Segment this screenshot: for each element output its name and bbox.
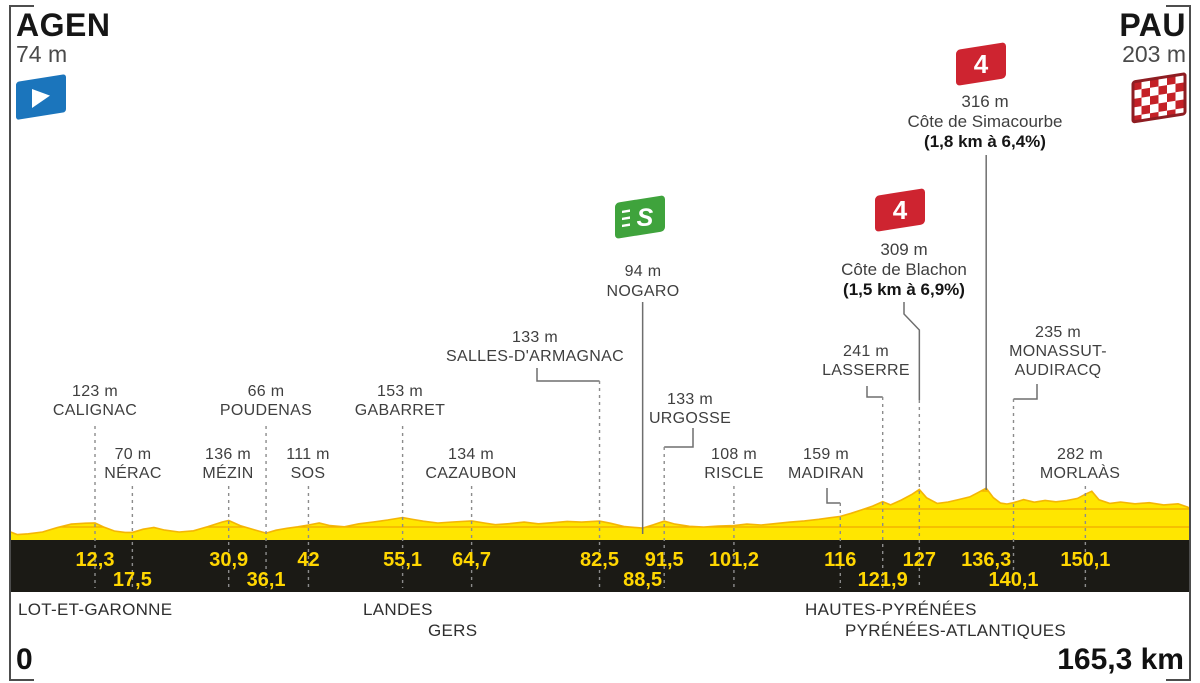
- category-number: 4: [893, 195, 908, 225]
- waypoint-label: MADIRAN: [788, 465, 864, 482]
- km-marker-label: 121,9: [858, 569, 908, 591]
- waypoint-label: CALIGNAC: [53, 402, 137, 419]
- km-marker-label: 140,1: [988, 569, 1038, 591]
- start-km-label: 0: [16, 643, 33, 676]
- climb-label: (1,5 km à 6,9%): [843, 280, 965, 299]
- km-marker-label: 55,1: [383, 549, 422, 571]
- waypoint-label: MÉZIN: [202, 463, 253, 482]
- category-4-flag-icon: 4: [875, 188, 925, 232]
- km-markers: 12,317,5 30,936,1 42 55,1 64,7 82,588,591,5 10…: [76, 549, 1111, 591]
- department-label: PYRÉNÉES-ATLANTIQUES: [845, 621, 1066, 640]
- waypoint-elbow-line: [826, 488, 841, 504]
- waypoint-label: 133 m: [512, 329, 558, 346]
- category-4-flag-shape: [875, 188, 925, 232]
- waypoint-label: SALLES-D'ARMAGNAC: [446, 348, 624, 365]
- start-city-elevation: 74 m: [16, 41, 67, 67]
- km-marker-label: 127: [903, 549, 936, 571]
- department-labels: LOT-ET-GARONNE LANDES GERS HAUTES-PYRÉNÉES P…: [18, 600, 1066, 640]
- total-distance-label: 165,3 km: [1057, 643, 1184, 676]
- department-label: GERS: [428, 621, 477, 640]
- finish-flag-icon: [1131, 72, 1187, 124]
- km-marker-label: 64,7: [452, 549, 491, 571]
- waypoint-label: MONASSUT-: [1009, 343, 1107, 360]
- waypoint-label: URGOSSE: [649, 410, 731, 427]
- department-label: LANDES: [363, 600, 433, 619]
- waypoint-label: LASSERRE: [822, 362, 910, 379]
- waypoint-elbow-line: [1013, 384, 1038, 400]
- waypoint-label: POUDENAS: [220, 402, 312, 419]
- left-frame-bracket: [9, 5, 34, 681]
- climb-solid-line: [903, 302, 921, 400]
- category-number: 4: [974, 49, 989, 79]
- km-marker-label: 12,3: [76, 549, 115, 571]
- start-city-name: AGEN: [16, 7, 110, 43]
- waypoint-label: 123 m: [72, 383, 118, 400]
- waypoint-label: GABARRET: [355, 402, 445, 419]
- waypoint-label: 241 m: [843, 343, 889, 360]
- sprint-flag-icon: S: [615, 195, 665, 239]
- waypoint-elbow-line: [536, 368, 600, 382]
- km-marker-label: 17,5: [113, 569, 152, 591]
- profile-fill: [10, 488, 1190, 542]
- sprint-flag-letter: S: [637, 204, 654, 232]
- sprint-flag-shape: [615, 195, 665, 239]
- waypoint-label: 134 m: [448, 446, 494, 463]
- km-marker-label: 42: [297, 549, 319, 571]
- sprint-label: 94 m: [625, 263, 662, 280]
- climb-label: (1,8 km à 6,4%): [924, 132, 1046, 151]
- waypoint-label: CAZAUBON: [425, 465, 516, 482]
- category-4-flag-shape: [956, 42, 1006, 86]
- km-marker-label: 150,1: [1060, 549, 1110, 571]
- climb-label: Côte de Blachon: [841, 260, 967, 279]
- waypoint-label: AUDIRACQ: [1015, 362, 1102, 379]
- waypoint-elbow-line: [664, 428, 694, 448]
- waypoint-label: 133 m: [667, 391, 713, 408]
- department-label: LOT-ET-GARONNE: [18, 600, 172, 619]
- waypoint-label: 136 m: [205, 446, 251, 463]
- climb-label: Côte de Simacourbe: [908, 112, 1063, 131]
- waypoint-label: 111 m: [286, 446, 330, 463]
- finish-city-name: PAU: [1119, 7, 1186, 43]
- right-frame-bracket: [1166, 5, 1191, 681]
- finish-city-elevation: 203 m: [1122, 41, 1186, 67]
- event-flags: 44S: [615, 42, 1006, 239]
- connector-lines: [94, 155, 1087, 588]
- waypoint-label: RISCLE: [704, 465, 764, 482]
- climb-label: 316 m: [961, 92, 1008, 111]
- waypoint-label: 153 m: [377, 383, 423, 400]
- waypoint-label: 159 m: [803, 446, 849, 463]
- category-4-flag-icon: 4: [956, 42, 1006, 86]
- climb-label: 309 m: [880, 240, 927, 259]
- profile-top-edge: [9, 487, 1191, 536]
- sprint-label: NOGARO: [607, 283, 680, 300]
- km-marker-label: 30,9: [209, 549, 248, 571]
- km-marker-label: 82,5: [580, 549, 619, 571]
- km-marker-label: 101,2: [709, 549, 759, 571]
- waypoint-label: 70 m: [115, 446, 152, 463]
- department-label: HAUTES-PYRÉNÉES: [805, 600, 977, 619]
- km-marker-label: 36,1: [247, 569, 286, 591]
- km-marker-label: 88,5: [623, 569, 662, 591]
- waypoint-label: SOS: [291, 465, 326, 482]
- waypoint-label: NÉRAC: [104, 463, 162, 482]
- waypoint-label: 282 m: [1057, 446, 1103, 463]
- km-marker-label: 136,3: [961, 549, 1011, 571]
- waypoint-label: 66 m: [248, 383, 285, 400]
- waypoint-label: 108 m: [711, 446, 757, 463]
- km-marker-label: 91,5: [645, 549, 684, 571]
- km-marker-label: 116: [824, 549, 856, 571]
- waypoint-label: MORLAÀS: [1040, 463, 1120, 482]
- waypoint-label: 235 m: [1035, 324, 1081, 341]
- waypoint-elbow-line: [866, 386, 883, 398]
- start-flag-icon: [16, 74, 66, 120]
